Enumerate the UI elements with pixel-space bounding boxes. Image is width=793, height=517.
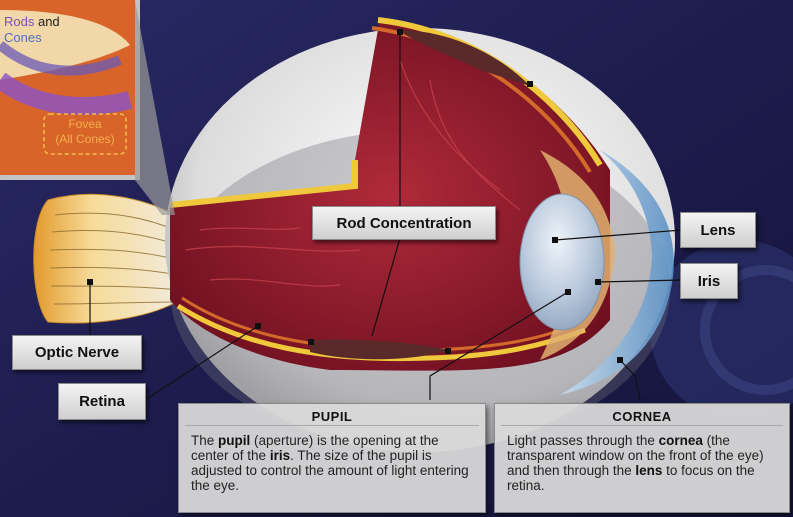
optic-nerve-label: Optic Nerve <box>12 335 142 370</box>
rod-concentration-label: Rod Concentration <box>312 206 496 240</box>
cornea-info-box: CORNEA Light passes through the cornea (… <box>494 403 790 513</box>
fovea-sub-text: (All Cones) <box>55 132 114 146</box>
pupil-title: PUPIL <box>185 404 479 426</box>
cornea-body: Light passes through the cornea (the tra… <box>495 426 789 493</box>
rods-text: Rods <box>4 14 34 29</box>
cornea-title: CORNEA <box>501 404 783 426</box>
iris-label: Iris <box>680 263 738 299</box>
cones-text: Cones <box>4 30 42 45</box>
retina-label: Retina <box>58 383 146 420</box>
lens-shape <box>520 194 604 330</box>
inset-rods-cones-label: Rods and Cones <box>4 14 60 46</box>
fovea-label: Fovea (All Cones) <box>44 117 126 147</box>
lens-label: Lens <box>680 212 756 248</box>
pupil-body: The pupil (aperture) is the opening at t… <box>179 426 485 493</box>
pupil-info-box: PUPIL The pupil (aperture) is the openin… <box>178 403 486 513</box>
and-text: and <box>34 14 59 29</box>
fovea-text: Fovea <box>68 117 101 131</box>
